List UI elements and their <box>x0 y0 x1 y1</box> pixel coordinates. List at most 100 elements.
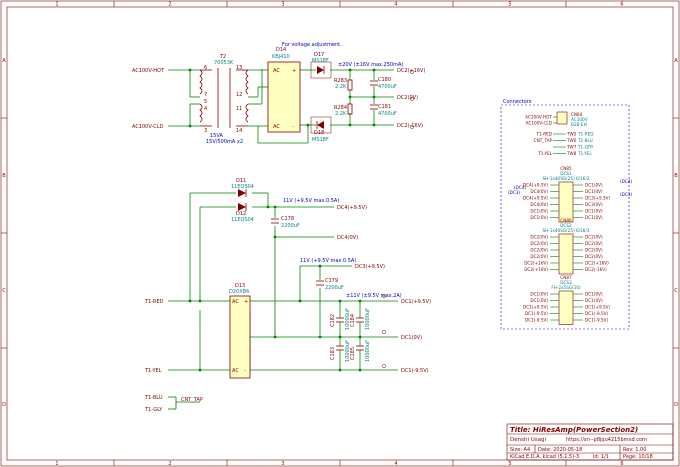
t2-output-note: 15V/500mA x2 <box>206 139 243 145</box>
d11-ref: D11 <box>236 178 246 184</box>
capacitor-c184 <box>356 317 364 323</box>
col-label: 5 <box>508 461 511 467</box>
c182-value: 10000uF <box>345 308 351 330</box>
d13-minus-pin: - <box>244 368 246 374</box>
connector-cn84 <box>556 111 568 125</box>
cn84-pin-label: AC100V-CLD <box>526 121 552 126</box>
connectors-box <box>500 104 630 330</box>
cn87-left-pin: DC1(+9.5V) <box>523 305 548 310</box>
net-label-cnt-tap: CNT_TAP <box>181 397 203 403</box>
d14-minus-pin: - <box>292 124 294 130</box>
cn85-left-pin: DC4(0V) <box>530 189 548 194</box>
c181-ref: C181 <box>378 104 391 110</box>
c185-ref: C185 <box>350 347 356 360</box>
d17-ref: D17 <box>314 52 324 58</box>
cn86-left-pin: DC2(0V) <box>530 241 548 246</box>
cn85-side-note: (DC3) <box>508 190 520 195</box>
cn85-left-pin: DC1(0V) <box>530 215 548 220</box>
cn87-left-pin: DC1(0V) <box>530 298 548 303</box>
d13-value: D20XB6 <box>229 289 249 295</box>
d13-ref: D13 <box>235 283 245 289</box>
resistor-r283 <box>347 79 353 91</box>
port-t1-red: T1-RED <box>144 299 164 305</box>
sheet-page: Page: 10/18 <box>623 454 653 460</box>
tw-net: T1-GRY <box>577 145 594 150</box>
c184-value: 10000uF <box>365 308 371 330</box>
sheet-title: Title: HiResAmp(PowerSection2) <box>510 426 638 434</box>
tw-net: T1-YEL <box>577 151 592 156</box>
junctions-bottom <box>188 205 362 372</box>
capacitor-c180 <box>370 80 378 86</box>
c180-value: 4700uF <box>378 84 397 90</box>
port-ac-cld: AC100V-CLD <box>132 124 164 130</box>
pin-number: 14 <box>236 128 242 134</box>
d14-ac-pin: AC <box>273 124 280 130</box>
col-label: 3 <box>281 2 284 8</box>
cn84-value: AC100V <box>571 117 588 122</box>
cn87-ref: CN87 <box>560 275 572 280</box>
cn86-right-pin: DC2(0V) <box>585 254 603 259</box>
pin-number: 13 <box>236 65 242 71</box>
c178-ref: C178 <box>281 216 294 222</box>
diode-d17 <box>310 61 332 79</box>
capacitor-c185 <box>356 345 364 351</box>
cn86-left-pin: DC2(0V) <box>530 235 548 240</box>
cn85-right-pin: DC1(0V) <box>585 183 603 188</box>
cn84-ref: CN84 <box>571 112 583 117</box>
c183-value: 10000uF <box>345 340 351 362</box>
row-label: D <box>674 402 678 408</box>
r284-ref: R284 <box>334 105 347 111</box>
row-label: D <box>2 402 6 408</box>
cn87-value: DCS3 <box>560 280 572 285</box>
pin-number: 4 <box>204 106 207 112</box>
title-block <box>506 423 674 461</box>
c184-ref: C184 <box>350 314 356 327</box>
cn86-right-pin: DC2(0V) <box>585 248 603 253</box>
col-label: 2 <box>168 461 171 467</box>
d14-value: KBJ410 <box>272 54 290 60</box>
port-dc1-0v: DC1(0V) <box>401 335 422 341</box>
cn86-left-pin: DC2(+16V) <box>524 267 548 272</box>
tw-net: T1-BLU <box>577 138 593 143</box>
diode-d12 <box>238 203 247 211</box>
c180-ref: C180 <box>378 77 391 83</box>
capacitor-c179 <box>316 280 324 286</box>
port-dc1-p95: DC1(+9.5V) <box>401 299 431 305</box>
cn85-right-pin: DC3(+9.5V) <box>585 196 610 201</box>
d13-ac-pin: AC <box>232 368 239 374</box>
row-label: A <box>2 58 6 64</box>
d17-value: MS18F <box>312 58 329 64</box>
port-t1-blu: T1-BLU <box>144 395 163 401</box>
c182-ref: C182 <box>330 314 336 327</box>
cn87-left-pin: DC1(-9.5V) <box>525 311 548 316</box>
diode-d11 <box>238 189 247 197</box>
r283-value: 2.2K <box>335 84 347 90</box>
cn85-ref: CN85 <box>560 166 572 171</box>
col-label: 3 <box>281 461 284 467</box>
col-label: 4 <box>394 461 397 467</box>
port-flags <box>382 70 414 368</box>
cn86-value: DCS2 <box>560 223 572 228</box>
connectors-group: CN84AC100VB2B-EHAC100V-HOTAC100V-CLDT1-R… <box>508 111 632 325</box>
cn85-type: SH-1x40SG(25) 6/16/3 <box>542 176 589 181</box>
cn86-ref: CN86 <box>560 218 572 223</box>
r284-value: 2.2K <box>335 111 347 117</box>
ports-top: AC100V-HOT AC100V-CLD DC2(+16V) DC2(0V) … <box>132 68 425 130</box>
author: Denshi Usagi <box>510 437 546 443</box>
bridge-rectifier-d14 <box>267 61 301 133</box>
ports-bottom: T1-RED T1-YEL T1-BLU T1-GLY CNT_TAP DC4(… <box>144 205 431 413</box>
t2-ref: T2 <box>219 54 226 60</box>
row-label: C <box>2 288 6 294</box>
cn87-left-pin: DC1(0V) <box>530 292 548 297</box>
port-dc1-m95: DC1(-9.5V) <box>401 368 429 374</box>
resistor-r284 <box>347 103 353 115</box>
cn85-left-pin: DC4(+9.5V) <box>523 196 548 201</box>
cn85-left-pin: DC1(0V) <box>530 209 548 214</box>
v20-note: ±20V (±16V max.250mA) <box>338 62 403 68</box>
port-t1-gly: T1-GLY <box>144 407 163 413</box>
capacitor-c178 <box>271 218 279 224</box>
connector-cn86 <box>558 233 574 275</box>
